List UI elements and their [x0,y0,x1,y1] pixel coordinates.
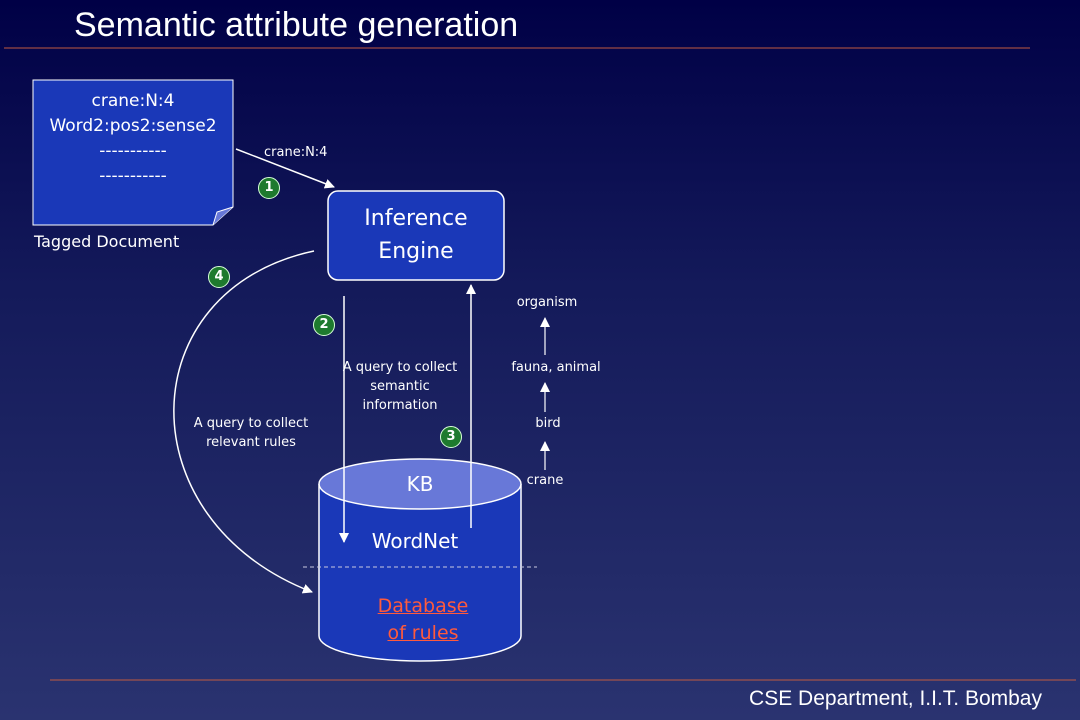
hierarchy-organism: organism [516,295,578,310]
hierarchy-fauna-animal: fauna, animal [511,360,601,375]
input-arrow-label: crane:N:4 [264,145,328,160]
wordnet-label: WordNet [371,529,459,553]
rules-curve-arrow [173,250,315,594]
rules-query-label-line-1: A query to collect [193,416,309,431]
step-2-badge: 2 [313,314,335,336]
step-1-badge: 1 [258,177,280,199]
input-arrow [235,148,335,189]
semantic-query-label-line-3: information [362,398,438,413]
document-line-2: Word2:pos2:sense2 [49,116,217,136]
engine-label-line-2: Engine [378,239,454,264]
hierarchy-bird: bird [535,416,561,431]
kb-label: KB [406,472,434,496]
document-line-3: ----------- [99,141,167,161]
engine-label-line-1: Inference [364,206,468,231]
semantic-query-label-line-2: semantic [370,379,430,394]
step-4-badge: 4 [208,266,230,288]
inference-engine-box [327,190,505,281]
semantic-query-label-line-1: A query to collect [342,360,458,375]
rules-query-label-line-2: relevant rules [206,435,296,450]
footer-text: CSE Department, I.I.T. Bombay [749,687,1042,710]
slide-title: Semantic attribute generation [74,6,519,44]
database-of-rules-link-line-2[interactable]: of rules [387,622,459,644]
hierarchy-crane: crane [526,473,564,488]
document-caption: Tagged Document [34,232,180,251]
document-line-1: crane:N:4 [91,91,175,111]
database-of-rules-link-line-1[interactable]: Database [377,595,469,617]
kb-cylinder-body [318,484,522,662]
step-3-badge: 3 [440,426,462,448]
document-fold-icon [212,206,234,226]
document-line-4: ----------- [99,166,167,186]
